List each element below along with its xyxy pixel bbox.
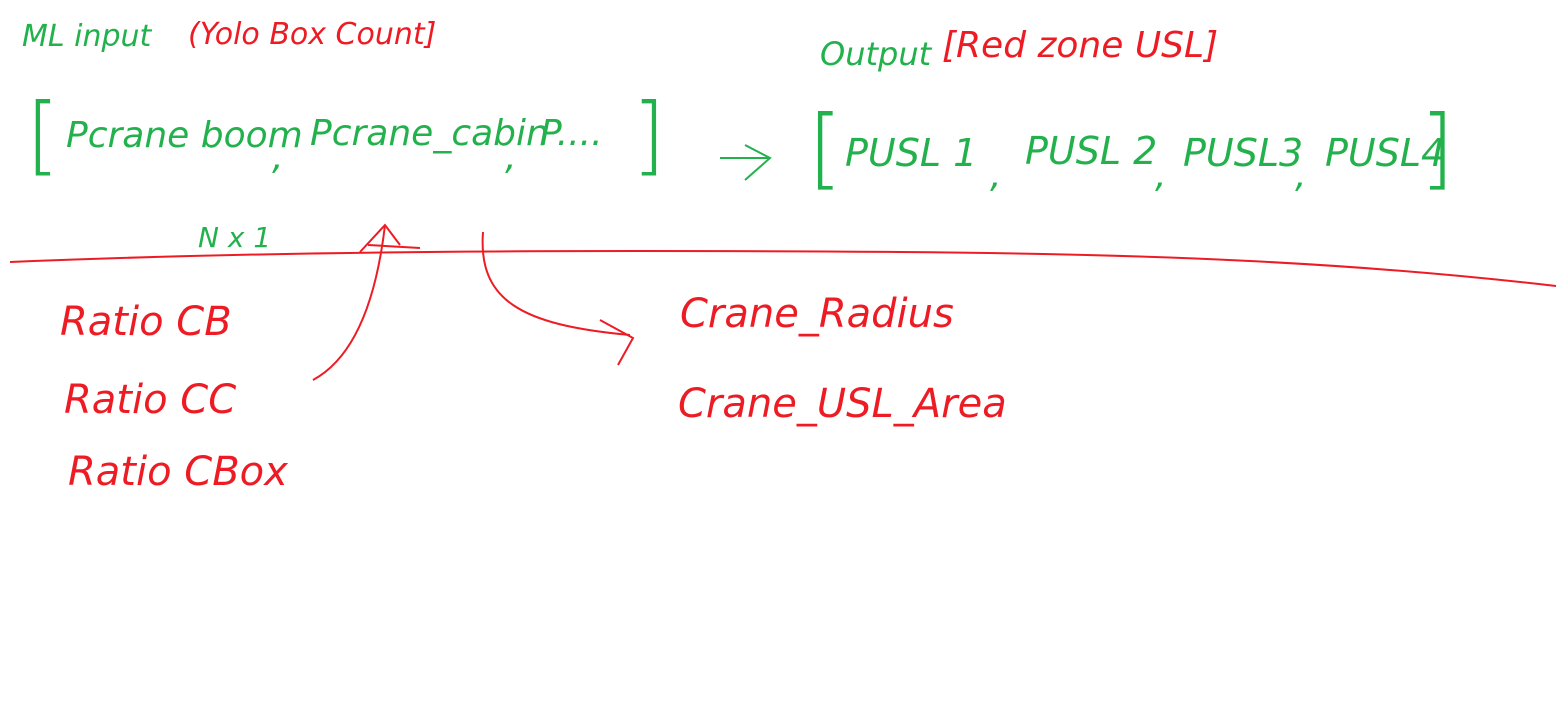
output-item-usl1: PUSL 1 bbox=[845, 131, 978, 175]
crane-down-arrowhead bbox=[599, 319, 635, 366]
input-separator: , bbox=[272, 137, 284, 178]
crane-usl-area-label: Crane_USL_Area bbox=[678, 381, 1007, 427]
output-separator: , bbox=[1295, 155, 1307, 196]
output-separator: , bbox=[1155, 155, 1167, 196]
crane-down-arrow bbox=[481, 231, 631, 336]
input-item-more: P.... bbox=[540, 113, 603, 154]
input-open-bracket: [ bbox=[26, 85, 60, 185]
output-close-bracket: ] bbox=[1420, 96, 1455, 199]
ratio-cc-label: Ratio CC bbox=[64, 377, 237, 423]
output-item-usl3: PUSL3 bbox=[1183, 131, 1304, 175]
input-close-bracket: ] bbox=[632, 85, 666, 185]
vector-map-arrow bbox=[720, 144, 772, 181]
output-item-usl2: PUSL 2 bbox=[1025, 129, 1158, 173]
ratio-cb-label: Ratio CB bbox=[60, 299, 232, 345]
input-shape-label: N x 1 bbox=[198, 221, 272, 254]
output-open-bracket: [ bbox=[808, 96, 843, 199]
ml-input-label: ML input bbox=[22, 19, 152, 54]
output-item-usl4: PUSL4 bbox=[1325, 131, 1446, 175]
crane-radius-label: Crane_Radius bbox=[680, 291, 954, 337]
input-item-crane-boom: Pcrane boom bbox=[66, 115, 303, 156]
ratio-cbox-label: Ratio CBox bbox=[68, 449, 288, 495]
red-zone-usl-label: [Red zone USL] bbox=[942, 25, 1219, 66]
output-separator: , bbox=[990, 155, 1002, 196]
ratios-up-arrow bbox=[312, 224, 386, 381]
output-label: Output bbox=[820, 35, 932, 73]
divider-line bbox=[9, 250, 1557, 287]
input-item-crane-cabin: Pcrane_cabin bbox=[310, 113, 549, 154]
ratios-up-arrowhead bbox=[359, 223, 421, 253]
input-separator: , bbox=[505, 137, 517, 178]
yolo-box-count-label: (Yolo Box Count] bbox=[188, 17, 437, 52]
